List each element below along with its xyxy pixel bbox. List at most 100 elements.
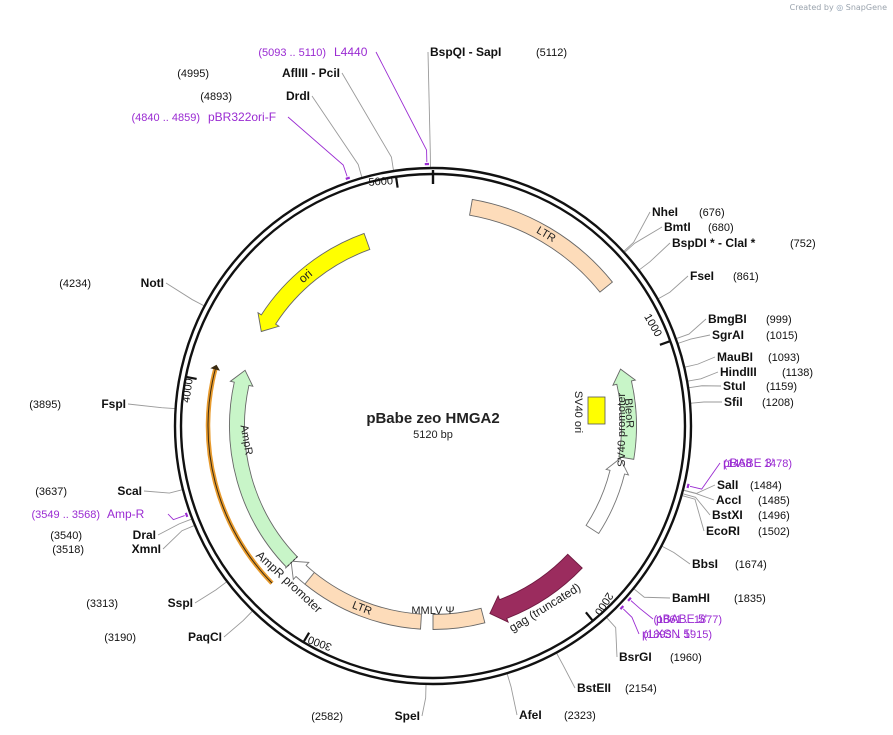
leader-stui xyxy=(689,385,722,389)
site-name-bmgbi[interactable]: BmgBI xyxy=(708,312,747,326)
tick-label: 4000 xyxy=(180,378,195,404)
site-name-nhei[interactable]: NheI xyxy=(652,205,678,219)
site-name-stui[interactable]: StuI xyxy=(723,379,746,393)
feature-ltr xyxy=(304,571,422,630)
tick-mark xyxy=(303,632,311,642)
watermark-brand: SnapGene xyxy=(845,3,887,12)
site-name-drdi[interactable]: DrdI xyxy=(286,89,310,103)
primer-name-pbabe-3[interactable]: pBABE 3' xyxy=(723,456,774,470)
site-pos-acci: (1485) xyxy=(758,495,790,507)
leader-bmti xyxy=(624,226,663,253)
site-name-bamhi[interactable]: BamHI xyxy=(672,591,710,605)
site-pos-sspi: (3313) xyxy=(86,598,118,610)
feature-label-mmlv: MMLV Ψ xyxy=(411,605,454,617)
watermark-prefix: Created by xyxy=(789,3,834,12)
site-pos-bsrgi: (1960) xyxy=(670,652,702,664)
leader-drai xyxy=(157,518,192,536)
leader-sspi xyxy=(194,581,227,604)
primer-leader-pbr322ori-f xyxy=(287,116,348,177)
primer-leader-pbabe-3 xyxy=(689,462,721,490)
site-pos-spei: (2582) xyxy=(311,711,343,723)
primer-leader-l4440 xyxy=(375,51,428,163)
feature-sv40-promoter xyxy=(585,457,630,535)
leader-fsei xyxy=(658,275,689,300)
leader-acci xyxy=(683,490,715,501)
site-pos-sgrai: (1015) xyxy=(766,330,798,342)
site-name-afei[interactable]: AfeI xyxy=(519,708,542,722)
site-name-scai[interactable]: ScaI xyxy=(117,484,142,498)
site-pos-bspqi-sapi: (5112) xyxy=(536,47,567,59)
site-name-paqci[interactable]: PaqCI xyxy=(188,630,222,644)
backbone-outer-strand xyxy=(173,166,693,686)
site-name-afliii-pcii[interactable]: AflIII - PciI xyxy=(282,66,340,80)
leader-maubi xyxy=(685,356,716,368)
site-name-sali[interactable]: SalI xyxy=(717,478,738,492)
feature-label-ampr: AmpR xyxy=(238,424,255,456)
leader-bsrgi xyxy=(606,617,618,658)
site-name-hindiii[interactable]: HindIII xyxy=(720,365,757,379)
site-name-spei[interactable]: SpeI xyxy=(395,709,420,723)
site-name-drai[interactable]: DraI xyxy=(133,528,156,542)
primer-name-amp-r[interactable]: Amp-R xyxy=(107,507,145,521)
primer-name-pbabe-5[interactable]: pBABE 5' xyxy=(656,612,707,626)
tick-mark xyxy=(186,375,197,381)
site-name-fspi[interactable]: FspI xyxy=(101,397,126,411)
site-name-sgrai[interactable]: SgrAI xyxy=(712,328,744,342)
site-name-bspqi-sapi[interactable]: BspQI - SapI xyxy=(430,45,501,59)
leader-afei xyxy=(506,673,518,716)
site-name-sfii[interactable]: SfiI xyxy=(724,395,743,409)
site-name-acci[interactable]: AccI xyxy=(716,493,741,507)
ampr-boundary xyxy=(285,556,298,569)
primer-mark-pbabe-5 xyxy=(627,597,632,602)
site-pos-stui: (1159) xyxy=(766,381,797,393)
site-pos-drai: (3540) xyxy=(50,530,82,542)
feature-label-bleor: BleoR xyxy=(622,398,636,429)
feature-ori xyxy=(257,232,371,333)
site-pos-noti: (4234) xyxy=(59,278,91,290)
leader-nhei xyxy=(623,211,651,252)
site-pos-bamhi: (1835) xyxy=(734,593,766,605)
leader-ecori xyxy=(682,495,705,532)
site-pos-bbsi: (1674) xyxy=(735,559,767,571)
site-pos-bsteii: (2154) xyxy=(625,683,657,695)
site-pos-bstxi: (1496) xyxy=(758,510,790,522)
site-name-fsei[interactable]: FseI xyxy=(690,269,714,283)
site-name-noti[interactable]: NotI xyxy=(141,276,164,290)
ampr-orf-line xyxy=(207,367,273,584)
leader-bspdi-clai xyxy=(639,242,671,271)
site-pos-hindiii: (1138) xyxy=(782,367,813,379)
site-name-bmti[interactable]: BmtI xyxy=(664,220,691,234)
primer-name-pbr322ori-f[interactable]: pBR322ori-F xyxy=(208,110,276,124)
site-pos-sfii: (1208) xyxy=(762,397,794,409)
leader-spei xyxy=(421,684,427,717)
site-name-bsrgi[interactable]: BsrGI xyxy=(619,650,652,664)
site-name-sspi[interactable]: SspI xyxy=(168,596,193,610)
primer-name-plxsn-5[interactable]: pLXSN 5' xyxy=(642,627,692,641)
site-name-xmni[interactable]: XmnI xyxy=(132,542,161,556)
primer-leader-amp-r xyxy=(167,513,185,521)
plasmid-name: pBabe zeo HMGA2 xyxy=(366,410,499,427)
primer-leader-pbabe-5 xyxy=(630,600,654,620)
site-name-bsteii[interactable]: BstEII xyxy=(577,681,611,695)
site-pos-bmti: (680) xyxy=(708,222,734,234)
feature-bleor xyxy=(612,368,637,460)
site-name-bstxi[interactable]: BstXI xyxy=(712,508,743,522)
site-name-ecori[interactable]: EcoRI xyxy=(706,524,740,538)
tick-mark xyxy=(585,611,594,621)
primer-name-l4440[interactable]: L4440 xyxy=(334,45,368,59)
leader-lines xyxy=(127,51,723,717)
leader-drdi xyxy=(311,95,363,178)
site-pos-afei: (2323) xyxy=(564,710,596,722)
leader-hindiii xyxy=(687,371,719,382)
leader-afliii-pcii xyxy=(341,72,394,171)
site-name-bspdi-clai[interactable]: BspDI * - ClaI * xyxy=(672,236,756,250)
feature-ampr xyxy=(229,369,298,568)
feature-gag-truncated xyxy=(489,553,583,623)
site-name-maubi[interactable]: MauBI xyxy=(717,350,753,364)
site-pos-afliii-pcii: (4995) xyxy=(177,68,209,80)
primer-mark-amp-r xyxy=(184,512,189,518)
site-name-bbsi[interactable]: BbsI xyxy=(692,557,718,571)
primer-marks xyxy=(184,162,690,610)
site-pos-drdi: (4893) xyxy=(200,91,232,103)
